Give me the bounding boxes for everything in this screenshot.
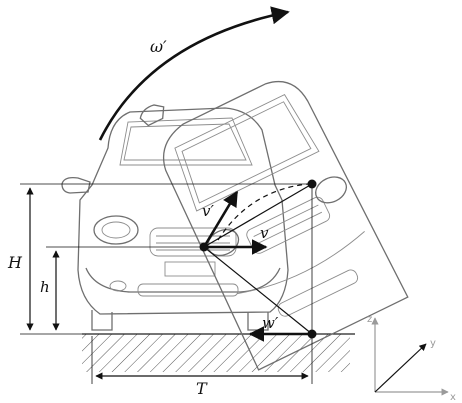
dimension-H [20, 183, 312, 335]
label-v: v [260, 224, 269, 242]
tipped-car [139, 80, 409, 371]
label-omega-prime: ω′ [150, 37, 167, 56]
dimension-h [46, 246, 204, 331]
axis-label-x: x [450, 392, 456, 403]
center-of-mass-point [199, 242, 209, 252]
radius-to-pivot [203, 246, 313, 335]
label-h: h [40, 278, 50, 296]
label-w-prime: w′ [262, 314, 279, 332]
upright-car [61, 107, 289, 331]
top-point [307, 179, 317, 189]
rotation-arrow [98, 6, 290, 141]
coordinate-axes [371, 317, 449, 396]
ground [82, 333, 355, 372]
label-v-prime: v′ [202, 202, 214, 220]
vector-v-prime [202, 190, 239, 248]
radius-to-top [203, 183, 313, 248]
trajectory-arc [217, 183, 309, 241]
pivot-point [307, 329, 317, 339]
dimension-T [91, 336, 313, 384]
label-H: H [7, 253, 23, 272]
axis-label-y: y [430, 338, 436, 349]
label-T: T [196, 379, 208, 398]
axis-label-z: z [367, 314, 372, 325]
